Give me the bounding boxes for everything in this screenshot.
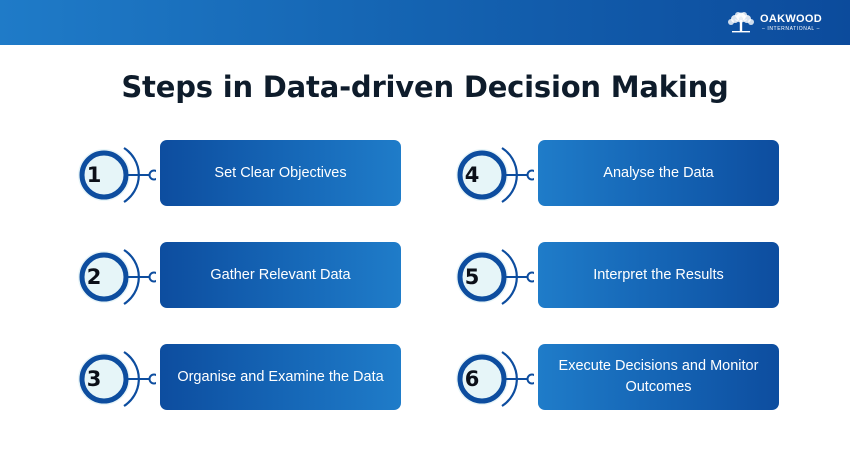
step-label: Organise and Examine the Data	[177, 368, 384, 385]
badge-ring-icon	[78, 249, 156, 305]
step-card: Gather Relevant Data	[160, 242, 401, 308]
step-card: Execute Decisions and Monitor Outcomes	[538, 344, 779, 410]
step-number: 2	[86, 265, 102, 289]
step-1: 1 Set Clear Objectives	[66, 140, 401, 210]
step-number: 1	[86, 163, 102, 187]
step-card: Set Clear Objectives	[160, 140, 401, 206]
step-number: 4	[464, 163, 480, 187]
step-badge: 3	[66, 344, 156, 414]
step-3: 3 Organise and Examine the Data	[66, 344, 401, 414]
step-badge: 5	[444, 242, 534, 312]
step-number: 6	[464, 367, 480, 391]
oakwood-logo[interactable]: OAKWOOD – INTERNATIONAL –	[726, 9, 822, 37]
badge-ring-icon	[456, 249, 534, 305]
step-badge: 4	[444, 140, 534, 210]
header-bar: OAKWOOD – INTERNATIONAL –	[0, 0, 850, 45]
step-label: Execute Decisions and Monitor Outcomes	[558, 358, 759, 395]
logo-name: OAKWOOD	[760, 13, 822, 25]
step-6: 6 Execute Decisions and Monitor Outcomes	[444, 344, 779, 414]
step-5: 5 Interpret the Results	[444, 242, 779, 312]
step-2: 2 Gather Relevant Data	[66, 242, 401, 312]
step-label: Gather Relevant Data	[210, 266, 351, 283]
step-number: 3	[86, 367, 102, 391]
page-title: Steps in Data-driven Decision Making	[121, 70, 729, 104]
tree-icon	[728, 12, 754, 33]
step-label: Interpret the Results	[593, 266, 724, 283]
badge-ring-icon	[456, 351, 534, 407]
step-label: Analyse the Data	[603, 164, 714, 181]
step-4: 4 Analyse the Data	[444, 140, 779, 210]
step-badge: 2	[66, 242, 156, 312]
badge-ring-icon	[78, 147, 156, 203]
step-card: Analyse the Data	[538, 140, 779, 206]
badge-ring-icon	[456, 147, 534, 203]
step-badge: 1	[66, 140, 156, 210]
step-number: 5	[464, 265, 480, 289]
step-badge: 6	[444, 344, 534, 414]
step-card: Organise and Examine the Data	[160, 344, 401, 410]
step-label: Set Clear Objectives	[214, 164, 347, 181]
step-card: Interpret the Results	[538, 242, 779, 308]
badge-ring-icon	[78, 351, 156, 407]
logo-subtitle: – INTERNATIONAL –	[761, 26, 820, 32]
